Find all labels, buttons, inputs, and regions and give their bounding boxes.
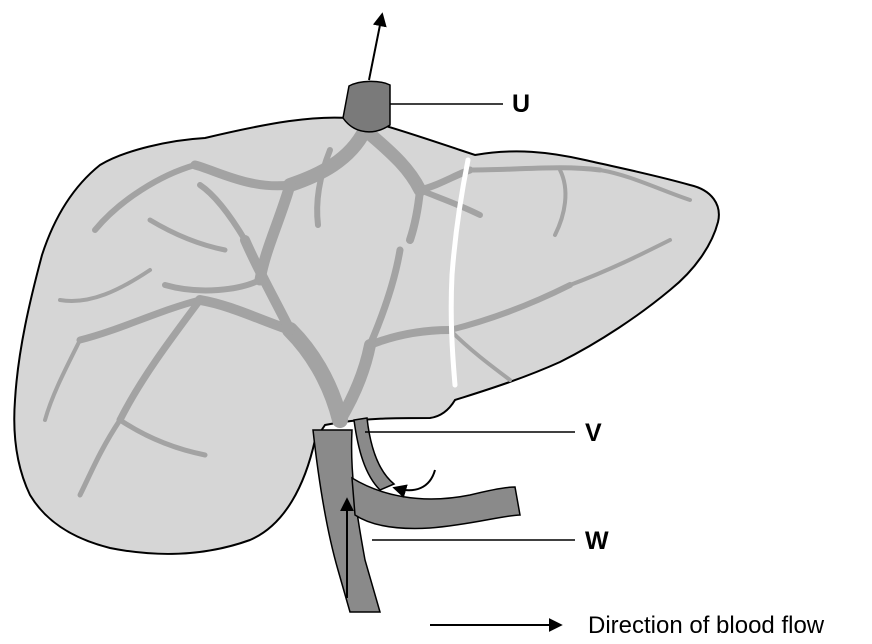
label-u: U [512,90,530,118]
vessel-v [354,418,394,490]
label-v: V [585,419,602,447]
arrow-curve-v [395,470,435,490]
arrow-up-outflow [369,15,382,80]
label-w: W [585,527,609,555]
legend-text: Direction of blood flow [588,612,825,639]
vessel-u [343,81,390,131]
